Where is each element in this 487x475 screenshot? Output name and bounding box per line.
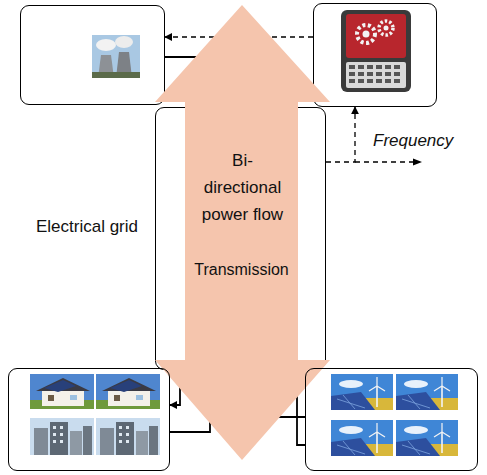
control-center-box bbox=[313, 3, 437, 107]
signal-name: Frequency bbox=[373, 131, 453, 151]
arrow-shape bbox=[155, 5, 330, 460]
consumers-picture bbox=[30, 374, 160, 455]
renewables-picture bbox=[331, 374, 458, 456]
renewables-box bbox=[305, 368, 478, 471]
transmission-label: Transmission bbox=[156, 260, 327, 280]
control-console-picture bbox=[341, 10, 411, 92]
power-plant-picture bbox=[92, 35, 140, 78]
grid-heading: Electrical grid bbox=[31, 208, 143, 246]
signal-connector bbox=[326, 107, 355, 162]
power-flow-label: Bi-directional power flow bbox=[200, 147, 286, 228]
arrow-shape bbox=[155, 5, 330, 460]
power-flow-arrow: Bi-directional power flow bbox=[155, 5, 330, 460]
frequency-output-arrow bbox=[355, 159, 422, 166]
power-plant-box bbox=[20, 5, 165, 105]
consumers-box bbox=[8, 368, 170, 471]
